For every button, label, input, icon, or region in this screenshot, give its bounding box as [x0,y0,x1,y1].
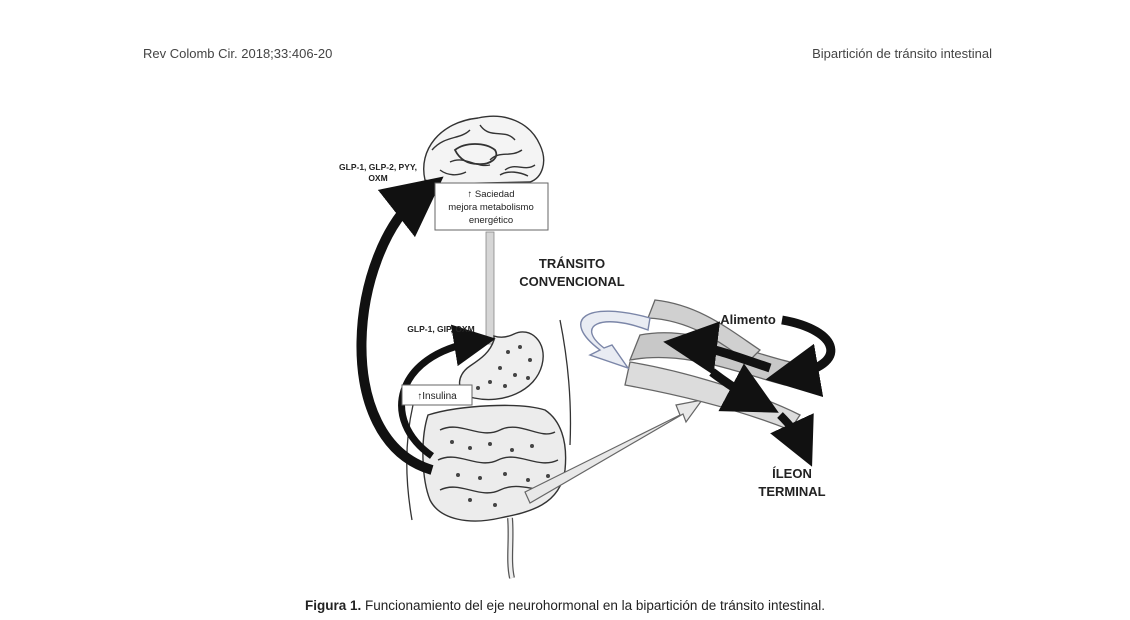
figure-caption: Figura 1. Funcionamiento del eje neuroho… [0,598,1130,613]
ileum-label-2: TERMINAL [758,484,825,499]
spinal-connection [485,231,495,345]
ileum-flow-arrow [524,399,704,504]
satiety-box: ↑ Saciedad mejora metabolismo energético [434,182,549,231]
running-title: Bipartición de tránsito intestinal [812,46,992,61]
transit-label-2: CONVENCIONAL [519,274,625,289]
ileum-label-1: ÍLEON [772,466,812,481]
gut-hormones-label: GLP-1, GIP, OXM [407,324,474,334]
insulin-label: ↑Insulina [417,391,457,402]
food-label: Alimento [720,312,776,327]
satiety-line-3: energético [469,215,513,226]
food-flow-arrows [663,315,836,467]
stomach-illustration [458,331,544,401]
journal-citation: Rev Colomb Cir. 2018;33:406-20 [143,46,333,61]
brain-hormones-label-1: GLP-1, GLP-2, PYY, [339,162,417,172]
transit-outline-arrow [580,310,651,370]
brain-illustration [423,115,545,185]
long-curved-arrow-to-brain [356,176,444,475]
caption-text: Funcionamiento del eje neurohormonal en … [361,598,826,613]
insulin-box: ↑Insulina [401,384,473,406]
satiety-line-2: mejora metabolismo [448,202,534,213]
brain-hormones-label-2: OXM [368,173,387,183]
satiety-line-1: ↑ Saciedad [467,189,514,200]
caption-label: Figura 1. [304,598,362,613]
transit-label-1: TRÁNSITO [539,256,605,271]
